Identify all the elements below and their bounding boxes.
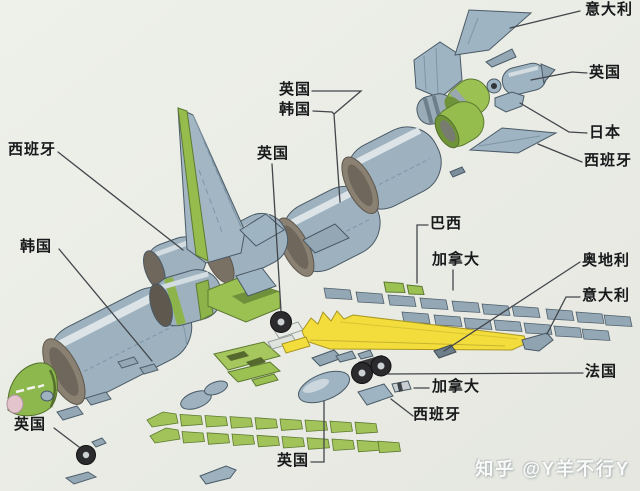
spare-wheel bbox=[76, 437, 107, 465]
spain-door-part bbox=[357, 383, 394, 406]
label-brazil: 巴西 bbox=[430, 215, 463, 232]
label-japan: 日本 bbox=[589, 124, 622, 141]
underwing-fairings bbox=[56, 349, 374, 421]
small-fairing-2 bbox=[204, 380, 228, 396]
belly-fairing-part bbox=[297, 370, 351, 404]
nose-section-part bbox=[6, 362, 58, 417]
label-spain-left: 西班牙 bbox=[8, 141, 57, 158]
center-wing-box-part bbox=[195, 267, 281, 323]
belly-green-panels bbox=[213, 341, 282, 387]
stabilizer-plate-right bbox=[302, 223, 350, 254]
nose-gear-wheel bbox=[270, 311, 292, 333]
leader-lines bbox=[53, 10, 588, 463]
small-wedge-part bbox=[485, 48, 517, 68]
label-uk-bottom-left: 英国 bbox=[14, 416, 47, 433]
austria-part bbox=[433, 344, 457, 359]
label-italy-right: 意大利 bbox=[582, 287, 631, 304]
label-korea-left: 韩国 bbox=[20, 238, 53, 255]
label-uk-top-center: 英国 bbox=[279, 81, 312, 98]
tail-engine-intake-cone bbox=[413, 41, 463, 99]
tail-engine-green-lower bbox=[434, 101, 485, 149]
label-canada-bottom: 加拿大 bbox=[432, 378, 481, 395]
bottom-left-part bbox=[64, 471, 98, 485]
stabilizer-plate-left bbox=[239, 213, 285, 247]
label-korea-top-center: 韩国 bbox=[279, 101, 312, 118]
flap-track-fairing-part bbox=[521, 332, 554, 352]
label-france: 法国 bbox=[585, 363, 618, 380]
label-uk-bottom-center: 英国 bbox=[277, 452, 310, 469]
label-italy-top: 意大利 bbox=[585, 1, 634, 18]
tail-cone-cylinder-part bbox=[501, 62, 556, 96]
label-spain-bottom: 西班牙 bbox=[413, 406, 462, 423]
wing-spar-yellow bbox=[281, 310, 528, 354]
slat-row-lower bbox=[149, 427, 401, 454]
slat-row-upper bbox=[146, 411, 378, 435]
fin-cap-plate bbox=[454, 9, 533, 56]
tiny-part bbox=[449, 166, 466, 178]
main-gear-bogie bbox=[351, 355, 392, 384]
vertical-stabilizer-part bbox=[177, 107, 246, 264]
watermark: 知乎 @Y羊不行Y bbox=[475, 459, 630, 479]
aft-fuselage-section bbox=[341, 126, 442, 214]
label-canada-top: 加拿大 bbox=[432, 251, 481, 268]
aft-cone-part bbox=[494, 91, 525, 113]
brazil-green-panels bbox=[383, 281, 425, 296]
canada-small-part bbox=[391, 380, 412, 393]
label-spain-top-right: 西班牙 bbox=[584, 152, 633, 169]
label-uk-mid-left: 英国 bbox=[257, 145, 290, 162]
label-austria: 奥地利 bbox=[582, 252, 631, 269]
bottom-winglet-part bbox=[199, 465, 237, 485]
label-uk-top-right: 英国 bbox=[589, 64, 622, 81]
